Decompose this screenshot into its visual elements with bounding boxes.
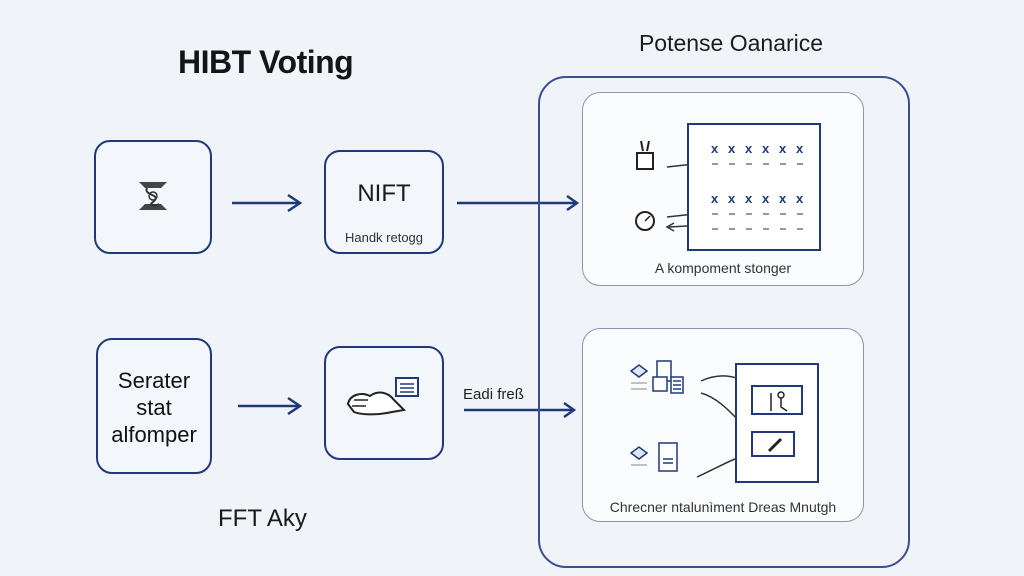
nift-node: NIFT Handk retogg <box>324 150 444 254</box>
ballot-mark: x <box>728 141 736 156</box>
ballot-mark: x <box>711 141 719 156</box>
clock-icon <box>635 211 655 231</box>
arrow-nift-to-panel <box>457 194 580 212</box>
right-panel <box>538 76 910 568</box>
ballot-dash <box>797 163 803 165</box>
subpanel-bottom: Chrecner ntalunìment Dreas Mnutgh <box>582 328 864 522</box>
document-stack-icon-top <box>629 360 684 394</box>
ballot-mark: x <box>745 141 753 156</box>
diagram-title: HIBT Voting <box>178 44 354 80</box>
panel-title: Potense Oanarice <box>638 30 824 56</box>
subpanel-top-caption: A kompoment stonger <box>654 260 792 276</box>
pen-icon <box>767 437 783 453</box>
ballot-mark: x <box>779 141 787 156</box>
ballot-mark: x <box>796 191 804 206</box>
ballot-dash <box>746 228 752 230</box>
ballot-dash <box>797 228 803 230</box>
ballot-dash <box>780 163 786 165</box>
ballot-dash <box>712 213 718 215</box>
emblem-node <box>94 140 212 254</box>
ballot-dash <box>763 228 769 230</box>
serater-line-2: stat <box>136 395 172 420</box>
ballot-mark: x <box>745 191 753 206</box>
ballot-mark: x <box>779 191 787 206</box>
subpanel-bottom-caption: Chrecner ntalunìment Dreas Mnutgh <box>609 499 837 515</box>
ballot-mark: x <box>762 141 770 156</box>
ballot-dash <box>712 163 718 165</box>
nift-sublabel: Handk retogg <box>344 230 424 245</box>
arrow-hand-to-panel <box>464 401 577 419</box>
ballot-dash <box>746 163 752 165</box>
ballot-dash <box>712 228 718 230</box>
flask-icon <box>636 140 654 170</box>
ballot-dash <box>797 213 803 215</box>
nift-label: NIFT <box>357 180 411 207</box>
pen-box <box>751 431 795 457</box>
arrow-serater-to-hand <box>238 396 303 416</box>
ballot-mark: x <box>711 191 719 206</box>
arrow-emblem-to-nift <box>232 193 303 213</box>
ballot-mark: x <box>728 191 736 206</box>
emblem-icon <box>139 182 167 210</box>
tools-icon <box>770 391 788 412</box>
hand-document-icon <box>346 377 419 416</box>
ballot-mark: x <box>796 141 804 156</box>
edge-label-eadi: Eadi freß <box>463 386 524 403</box>
target-container <box>735 363 819 483</box>
ballot-dash <box>763 163 769 165</box>
ballot-dash <box>729 213 735 215</box>
document-stack-icon-bottom <box>629 442 678 472</box>
ballot-dash <box>729 163 735 165</box>
ballot-dash <box>763 213 769 215</box>
tool-box <box>751 385 803 415</box>
ballot-dash <box>780 213 786 215</box>
ballot-dash <box>729 228 735 230</box>
serater-node: Serater stat alfomper <box>96 338 212 474</box>
ballot-mark: x <box>762 191 770 206</box>
hand-node <box>324 346 444 460</box>
footer-label: FFT Aky <box>218 505 307 532</box>
serater-line-1: Serater <box>117 368 191 393</box>
ballot-dash <box>780 228 786 230</box>
serater-line-3: alfomper <box>111 422 197 447</box>
ballot-dash <box>746 213 752 215</box>
